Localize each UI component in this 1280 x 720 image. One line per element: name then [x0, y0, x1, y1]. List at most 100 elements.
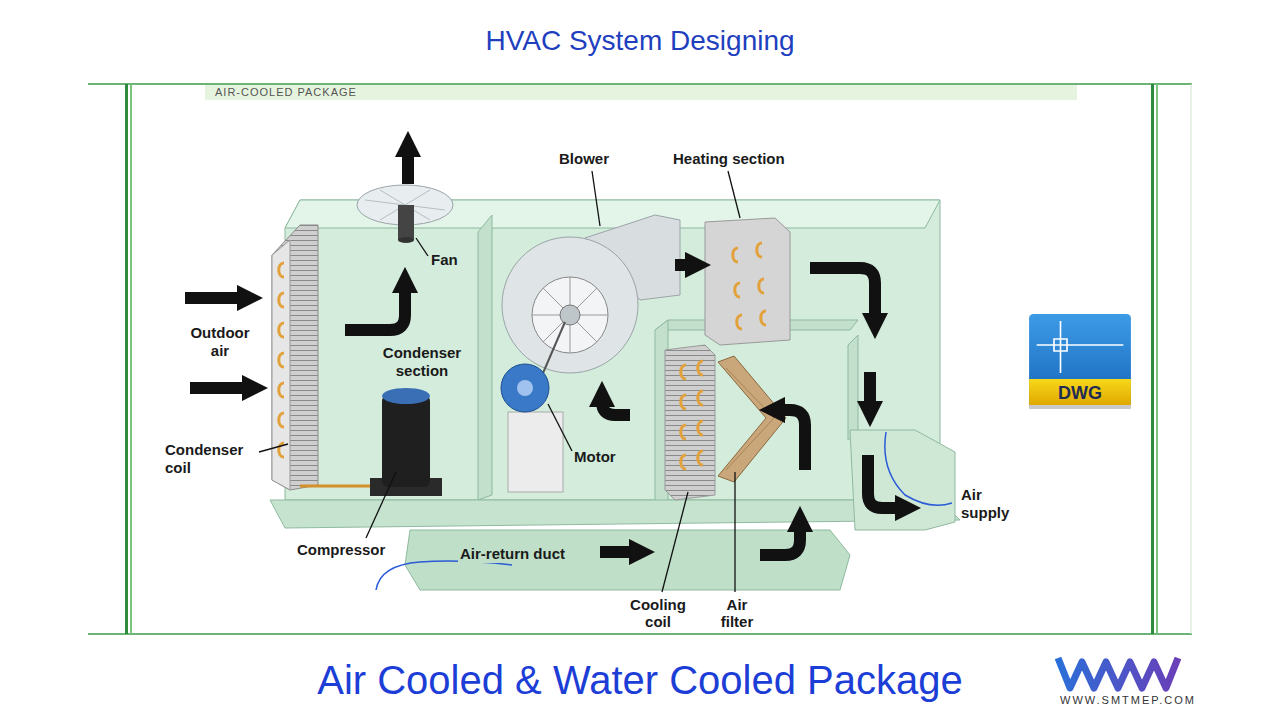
- slide-frame: [88, 84, 1192, 634]
- leader-line: [662, 492, 688, 592]
- icon-shape: [1037, 344, 1124, 346]
- blower-motor: [517, 380, 533, 396]
- part-label: Outdoor air: [182, 324, 258, 360]
- compressor: [382, 395, 430, 487]
- heating-section: [705, 218, 790, 345]
- slide-frame: [88, 83, 1192, 85]
- unit-housing: [270, 200, 960, 590]
- part-label: AIR-COOLED PACKAGE: [215, 86, 357, 99]
- cooling-coil: [681, 365, 686, 379]
- part-label: Motor: [574, 448, 616, 466]
- blower: [543, 288, 597, 342]
- airflow-arrow: [602, 402, 630, 415]
- airflow-arrow: [675, 259, 690, 271]
- blower: [532, 277, 608, 353]
- blower: [502, 237, 638, 373]
- heating-section: [757, 243, 762, 257]
- part-label: WWW.SMTMEP.COM: [1060, 693, 1196, 707]
- leader-line: [416, 238, 428, 256]
- unit-housing: [285, 200, 940, 500]
- part-label: Compressor: [297, 541, 385, 559]
- part-label-holder: Fan: [431, 251, 458, 269]
- heating-section: [759, 279, 764, 293]
- condenser-fan: [398, 205, 414, 240]
- slide-frame: [1151, 84, 1154, 634]
- condenser-coil: [279, 293, 284, 307]
- condenser-coil: [279, 413, 284, 427]
- blower: [560, 305, 580, 325]
- brand-logo: [1058, 658, 1178, 688]
- part-label-holder: Compressor: [297, 541, 385, 559]
- blower-motor: [501, 322, 565, 492]
- part-label-holder: Cooling coil: [624, 596, 692, 630]
- leader-line: [728, 171, 740, 218]
- blower: [502, 215, 680, 373]
- condenser-coil: [272, 225, 318, 490]
- part-label-holder: Air filter: [712, 596, 762, 630]
- condenser-fan: [357, 185, 453, 243]
- leader-line: [734, 472, 735, 592]
- leader-line: [592, 171, 600, 226]
- slide-frame: [1191, 84, 1192, 634]
- airflow-arrow: [402, 152, 414, 184]
- brand-logo: [1058, 658, 1178, 688]
- condenser-coil: [272, 225, 318, 490]
- file-icon: DWG: [1028, 313, 1132, 410]
- part-label-holder: Air supply: [961, 486, 1023, 522]
- cooling-coil: [698, 451, 703, 465]
- condenser-coil: [279, 353, 284, 367]
- unit-housing: [478, 215, 492, 500]
- part-label-holder: Condenser coil: [165, 441, 257, 477]
- unit-housing: [848, 335, 858, 440]
- part-label: Condenser coil: [165, 441, 257, 477]
- cooling-coil: [665, 345, 715, 500]
- airflow-arrow: [780, 410, 805, 470]
- cooling-coil: [681, 455, 686, 469]
- part-label-holder: Heating section: [673, 150, 785, 168]
- slide-title: HVAC System Designing: [0, 24, 1280, 58]
- pen-annotation: [885, 432, 952, 505]
- cooling-coil: [698, 421, 703, 435]
- cooling-coil: [698, 391, 703, 405]
- heating-section: [761, 311, 766, 325]
- pen-annotation: [376, 561, 512, 590]
- condenser-coil: [272, 240, 290, 490]
- airflow-arrow: [600, 546, 634, 558]
- slide-frame: [1156, 84, 1158, 634]
- airflow-arrow: [190, 382, 247, 394]
- leader-line: [259, 444, 288, 452]
- part-label: Air filter: [712, 596, 762, 630]
- part-label: Condenser section: [374, 344, 470, 380]
- part-label-holder: Air-return duct: [458, 545, 567, 563]
- icon-shape: [1060, 321, 1062, 373]
- airflow-arrow: [185, 152, 900, 555]
- slide-frame: [125, 84, 128, 634]
- compressor: [300, 388, 442, 496]
- cooling-coil: [681, 425, 686, 439]
- blower-motor: [508, 412, 563, 492]
- part-label: Air-return duct: [458, 545, 567, 563]
- part-label-holder: AIR-COOLED PACKAGE: [215, 86, 357, 99]
- cooling-coil: [681, 395, 686, 409]
- airflow-arrow: [810, 268, 875, 318]
- cooling-coil: [665, 345, 715, 500]
- heating-section: [735, 283, 740, 297]
- icon-shape: [1029, 405, 1131, 409]
- leader-line: [366, 472, 396, 538]
- condenser-coil: [279, 263, 284, 277]
- blower-motor: [540, 322, 565, 380]
- air-filter: [718, 356, 786, 482]
- leader-line: [259, 171, 740, 592]
- compressor: [382, 388, 430, 404]
- unit-housing: [850, 430, 955, 530]
- slide-frame: [130, 84, 132, 634]
- condenser-coil: [279, 323, 284, 337]
- leader-line: [548, 404, 572, 451]
- pen-annotation: [376, 432, 952, 590]
- heating-section: [737, 315, 742, 329]
- part-label-holder: WWW.SMTMEP.COM: [1060, 693, 1196, 707]
- slide-frame: [205, 85, 1077, 100]
- part-label: Blower: [559, 150, 609, 168]
- air-filter: [718, 356, 786, 482]
